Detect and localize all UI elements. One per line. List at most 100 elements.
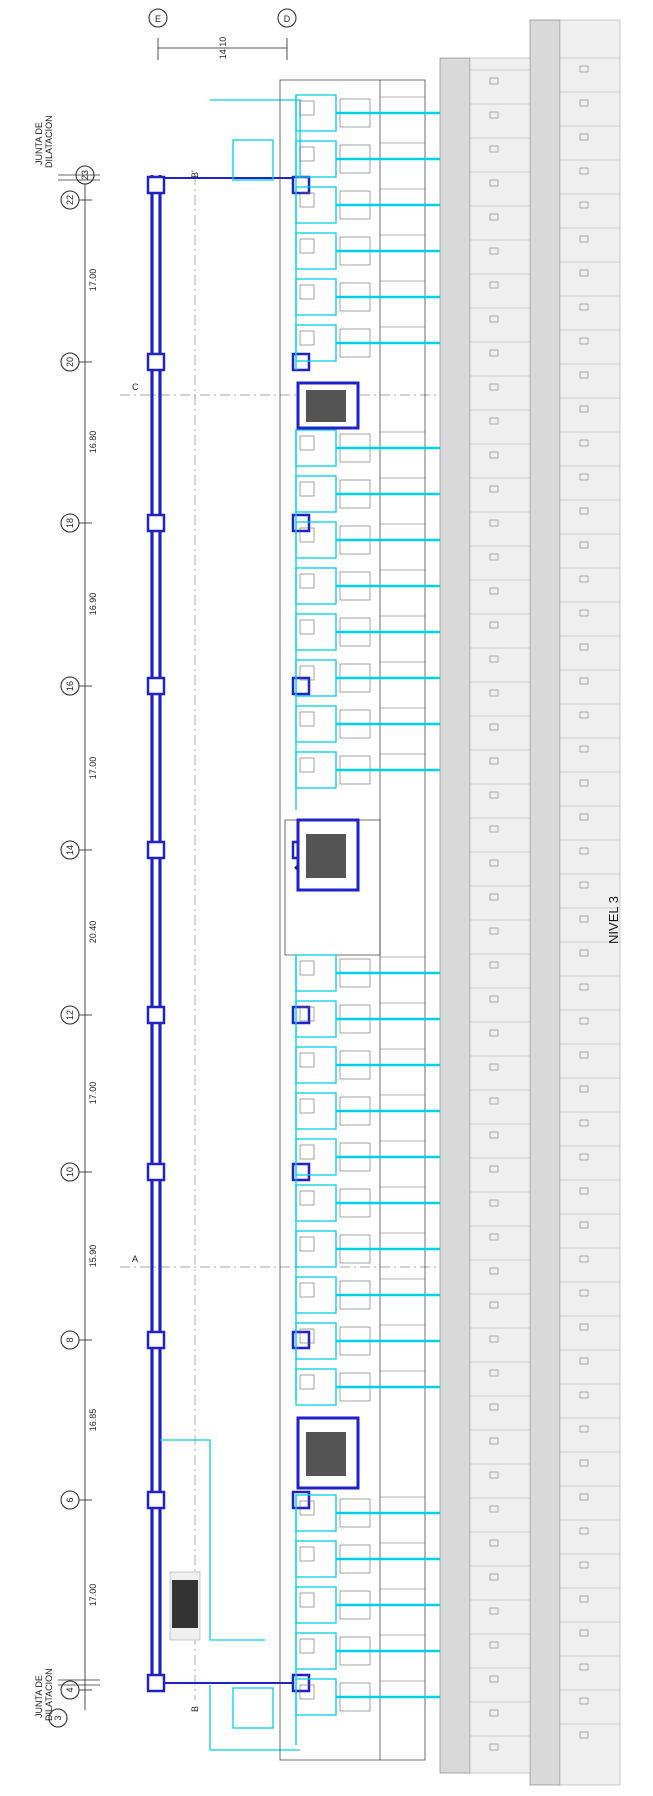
column-dimension: 17.00 [88,1082,98,1105]
column-label-20: 20 [65,357,75,367]
column-dimension: 20.40 [88,921,98,944]
unit-module [295,1138,440,1176]
structural-column [291,1162,311,1182]
rear-structure-bands [439,19,621,1786]
section-mark-a: A [132,1254,138,1264]
cyan-stair-connectors [160,99,301,1751]
unit-module [295,1230,440,1268]
column-label-6: 6 [65,1497,75,1502]
unit-module [295,1586,440,1624]
unit-module [295,475,440,513]
unit-module [295,232,440,270]
structural-column [291,352,311,372]
unit-module [295,278,440,316]
column-label-8: 8 [65,1337,75,1342]
unit-module [295,1678,440,1716]
structural-column [146,1490,166,1510]
structural-column [146,1673,166,1693]
row-grid-header: E D 14.10 [148,8,297,60]
row-bubble-d [277,8,297,28]
unit-module [295,751,440,789]
expansion-joint-top: JUNTA DE DILATACION [34,115,100,181]
column-label-14: 14 [65,845,75,855]
unit-module [295,94,440,132]
joint-label-bottom-line2: DILATACION [44,1668,54,1721]
column-label-10: 10 [65,1167,75,1177]
structural-column [146,352,166,372]
unit-module [295,521,440,559]
column-label-22: 22 [65,195,75,205]
section-mark-b-prime: B' [190,170,200,178]
unit-module [295,1184,440,1222]
column-dimension: 16.80 [88,431,98,454]
row-label-d: D [284,14,291,24]
row-dimension: 14.10 [218,37,228,60]
level-title: NIVEL 3 [606,896,621,944]
column-bubble-12: 12 [60,1005,92,1025]
structural-column [291,513,311,533]
unit-module [295,613,440,651]
column-bubble-6: 6 [60,1490,92,1510]
column-dimension: 16.90 [88,593,98,616]
column-dimension: 17.00 [88,1584,98,1607]
unit-module [295,140,440,178]
structural-column [146,513,166,533]
column-dimension: 17.00 [88,269,98,292]
unit-module [295,1092,440,1130]
structural-column [146,1005,166,1025]
structural-column [146,840,166,860]
joint-label-top-line1: JUNTA DE [34,122,44,165]
unit-module [295,1046,440,1084]
unit-module [295,324,440,362]
main-blue-corridor [146,175,311,1693]
structural-column [146,1330,166,1350]
unit-module [295,1368,440,1406]
unit-module [295,567,440,605]
column-dimension: 16.85 [88,1409,98,1432]
joint-label-bottom-line1: JUNTA DE [34,1675,44,1718]
column-dimension: 15.90 [88,1245,98,1268]
column-label-12: 12 [65,1010,75,1020]
unit-module [295,1540,440,1578]
unit-module [295,1276,440,1314]
expansion-joint-bottom: JUNTA DE DILATACION [34,1668,100,1721]
structural-column [291,1490,311,1510]
column-label-3: 3 [53,1715,63,1720]
unit-module [295,659,440,697]
unit-modules [295,94,440,1745]
column-bubble-22: 22 [60,190,92,210]
column-bubble-8: 8 [60,1330,92,1350]
column-label-18: 18 [65,518,75,528]
stair-block-top [296,381,360,430]
column-dimension: 17.00 [88,757,98,780]
unit-module [295,1494,440,1532]
structural-column [146,676,166,696]
unit-module [295,429,440,467]
row-bubble-e [148,8,168,28]
structural-column [146,175,166,195]
section-mark-c: C [132,382,139,392]
unit-module [295,1000,440,1038]
unit-module [295,954,440,992]
column-bubble-16: 16 [60,676,92,696]
unit-module [295,186,440,224]
column-label-16: 16 [65,681,75,691]
unit-module [295,1632,440,1670]
column-bubble-18: 18 [60,513,92,533]
column-bubble-14: 14 [60,840,92,860]
stair-block-bottom [296,1416,360,1490]
column-label-4: 4 [65,1687,75,1692]
stair-block-middle [296,818,360,892]
structural-column [291,1330,311,1350]
joint-label-top-line2: DILATACION [44,115,54,168]
row-label-e: E [155,14,161,24]
unit-module [295,1322,440,1360]
structural-column [291,676,311,696]
column-bubble-3: 3 [48,1708,68,1728]
structural-column [146,1162,166,1182]
column-bubble-10: 10 [60,1162,92,1182]
unit-module [295,705,440,743]
column-bubble-4: 4 [60,1680,92,1700]
